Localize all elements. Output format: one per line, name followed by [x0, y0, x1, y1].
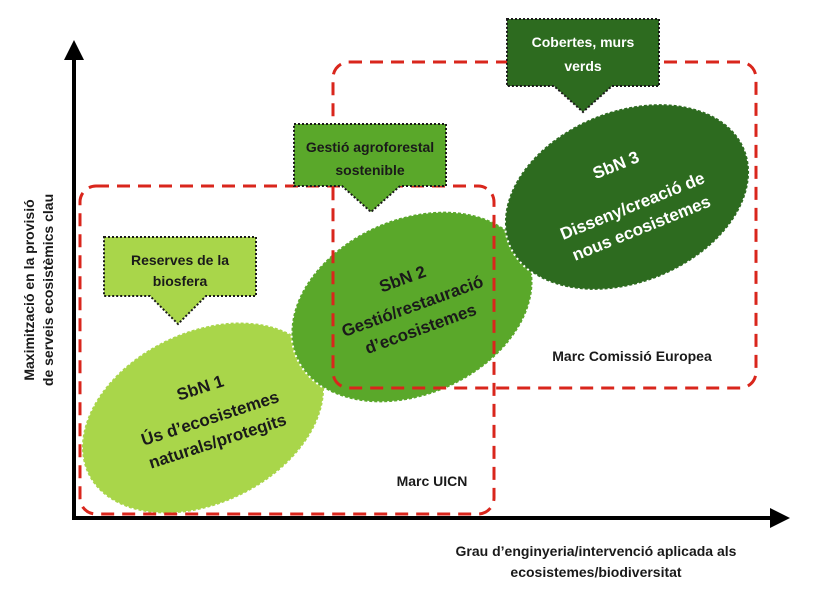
callout-biosphere-reserves: Reserves de la biosfera — [103, 236, 257, 326]
ec-frame-label: Marc Comissió Europea — [552, 348, 712, 364]
callout-agroforestry: Gestió agroforestal sostenible — [293, 123, 447, 214]
sbn3-ellipse — [503, 103, 751, 291]
axes — [64, 40, 790, 528]
callout-green-walls-line1: Cobertes, murs — [532, 34, 635, 50]
callout-agroforestry-line1: Gestió agroforestal — [306, 139, 434, 155]
callout-green-walls: Cobertes, murs verds — [506, 18, 660, 114]
x-axis-label-line2: ecosistemes/biodiversitat — [510, 564, 682, 580]
uicn-frame — [78, 184, 496, 516]
x-axis-arrowhead — [770, 508, 790, 528]
callout-green-walls-line2: verds — [564, 58, 602, 74]
callout-green-walls-shape — [506, 18, 660, 114]
uicn-frame-label: Marc UICN — [397, 473, 468, 489]
x-axis-label-line1: Grau d’enginyeria/intervenció aplicada a… — [456, 543, 737, 559]
callout-biosphere-shape — [103, 236, 257, 326]
y-axis-arrowhead — [64, 40, 84, 60]
callout-biosphere-line2: biosfera — [153, 273, 208, 289]
callout-agroforestry-shape — [293, 123, 447, 214]
y-axis-label-line1: Maximització en la provisió — [21, 199, 37, 380]
callout-biosphere-line1: Reserves de la — [131, 252, 229, 268]
callout-agroforestry-line2: sostenible — [335, 162, 404, 178]
y-axis-label: Maximització en la provisió de serveis e… — [21, 194, 56, 386]
y-axis-label-line2: de serveis ecosistèmics clau — [40, 194, 56, 386]
